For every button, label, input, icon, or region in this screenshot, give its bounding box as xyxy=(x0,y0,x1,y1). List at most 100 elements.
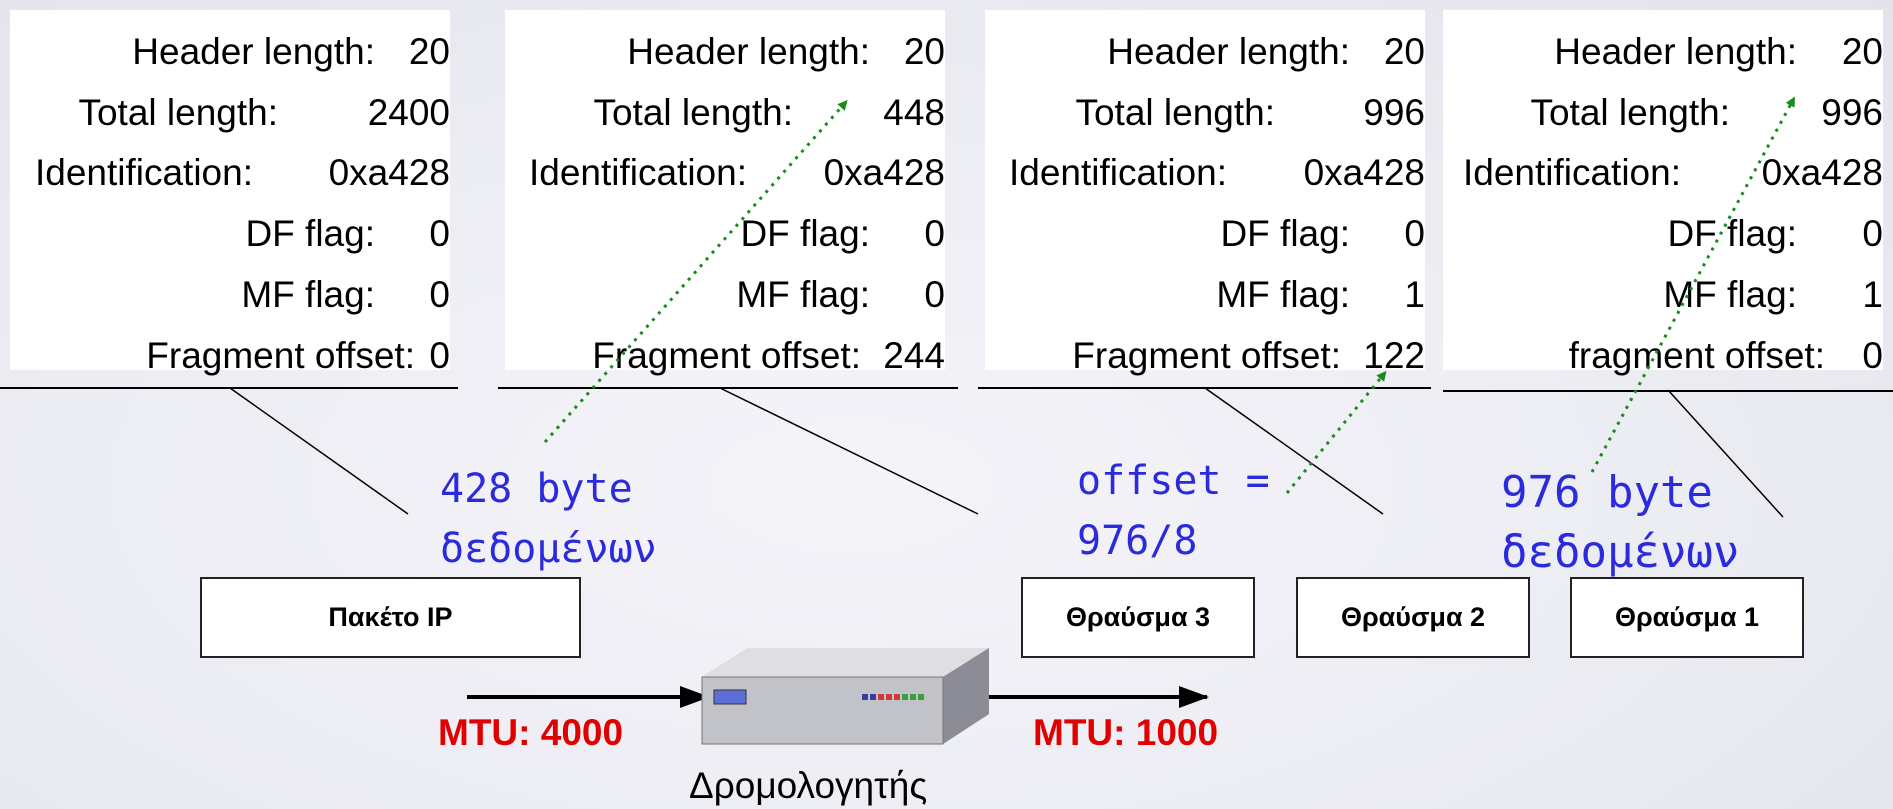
field-label: DF flag: xyxy=(1667,213,1797,254)
field-label: Fragment offset: xyxy=(146,335,415,376)
field-value: 20 xyxy=(1841,31,1883,72)
header-baseline xyxy=(0,387,458,389)
field-row: Total length: 2400 xyxy=(10,83,450,143)
field-value: 0 xyxy=(429,274,450,315)
annotation-data-bytes-1: 976 byte δεδομένων xyxy=(1501,463,1739,583)
field-label: Total length: xyxy=(1075,92,1275,133)
field-label: Identification: xyxy=(1008,152,1227,193)
field-row: Fragment offset: 244 xyxy=(505,326,945,386)
field-row: MF flag: 0 xyxy=(505,265,945,325)
callout-line xyxy=(1204,387,1384,515)
field-row: Fragment offset: 122 xyxy=(985,326,1425,386)
packet-header-fragment-1: Header length: 20 Total length: 996 Iden… xyxy=(1443,10,1883,376)
field-value: 0 xyxy=(1862,213,1883,254)
mtu-in-label: MTU: 4000 xyxy=(438,712,624,753)
packet-header-fragment-3: Header length: 20 Total length: 448 Iden… xyxy=(505,10,945,376)
field-label: Fragment offset: xyxy=(592,335,861,376)
packet-header-original: Header length: 20 Total length: 2400 Ide… xyxy=(10,10,450,376)
field-value: 0 xyxy=(924,213,945,254)
field-label: Header length: xyxy=(1107,31,1350,72)
field-value: 0xa428 xyxy=(328,152,450,193)
field-value: 0 xyxy=(924,274,945,315)
field-row: Total length: 996 xyxy=(1443,83,1883,143)
field-value: 996 xyxy=(1363,92,1425,133)
annotation-line: δεδομένων xyxy=(440,526,657,572)
callout-line xyxy=(719,387,979,515)
annotation-line: 428 byte xyxy=(440,466,633,512)
dotted-arrow xyxy=(543,100,848,443)
field-label: MF flag: xyxy=(1663,274,1797,315)
field-row: Header length: 20 xyxy=(505,22,945,82)
mtu-out-label: MTU: 1000 xyxy=(1033,712,1219,753)
dotted-arrow xyxy=(1285,370,1387,494)
field-row: Header length: 20 xyxy=(1443,22,1883,82)
packet-header-fragment-2: Header length: 20 Total length: 996 Iden… xyxy=(985,10,1425,376)
field-label: Fragment offset: xyxy=(1072,335,1341,376)
field-row: Identification: 0xa428 xyxy=(10,143,450,203)
field-value: 0xa428 xyxy=(823,152,945,193)
annotation-offset: offset = 976/8 xyxy=(1077,451,1270,571)
header-baseline xyxy=(978,387,1431,389)
field-label: Identification: xyxy=(1462,152,1681,193)
field-row: DF flag: 0 xyxy=(505,204,945,264)
router-label: Δρομολογητής xyxy=(689,765,928,806)
annotation-data-bytes-3: 428 byte δεδομένων xyxy=(440,459,657,579)
field-value: 122 xyxy=(1363,335,1425,376)
field-value: 20 xyxy=(1383,31,1425,72)
router-icon xyxy=(701,648,989,745)
field-value: 0 xyxy=(429,335,450,376)
field-label: fragment offset: xyxy=(1568,335,1825,376)
field-label: DF flag: xyxy=(740,213,870,254)
field-label: DF flag: xyxy=(1220,213,1350,254)
field-label: MF flag: xyxy=(241,274,375,315)
annotation-line: 976 byte xyxy=(1501,467,1713,518)
fragment-1-box: Θραύσμα 1 xyxy=(1570,577,1804,658)
field-value: 0 xyxy=(1404,213,1425,254)
field-label: MF flag: xyxy=(736,274,870,315)
field-value: 20 xyxy=(903,31,945,72)
field-value: 0 xyxy=(1862,335,1883,376)
field-value: 996 xyxy=(1821,92,1883,133)
field-row: Identification: 0xa428 xyxy=(985,143,1425,203)
field-label: Total length: xyxy=(1530,92,1730,133)
field-row: DF flag: 0 xyxy=(1443,204,1883,264)
field-row: Total length: 996 xyxy=(985,83,1425,143)
field-row: Header length: 20 xyxy=(985,22,1425,82)
field-row: Fragment offset: 0 xyxy=(10,326,450,386)
annotation-line: 976/8 xyxy=(1077,518,1198,564)
field-value: 244 xyxy=(883,335,945,376)
field-row: Header length: 20 xyxy=(10,22,450,82)
field-value: 0xa428 xyxy=(1303,152,1425,193)
field-value: 2400 xyxy=(367,92,450,133)
field-value: 448 xyxy=(883,92,945,133)
annotation-line: δεδομένων xyxy=(1501,527,1740,578)
field-label: Header length: xyxy=(1554,31,1797,72)
field-row: MF flag: 1 xyxy=(1443,265,1883,325)
field-row: Total length: 448 xyxy=(505,83,945,143)
field-row: MF flag: 1 xyxy=(985,265,1425,325)
field-row: DF flag: 0 xyxy=(985,204,1425,264)
field-row: MF flag: 0 xyxy=(10,265,450,325)
field-value: 20 xyxy=(408,31,450,72)
field-label: Total length: xyxy=(78,92,278,133)
field-label: Header length: xyxy=(627,31,870,72)
field-row: DF flag: 0 xyxy=(10,204,450,264)
fragment-2-box: Θραύσμα 2 xyxy=(1296,577,1530,658)
field-value: 1 xyxy=(1862,274,1883,315)
annotation-line: offset = xyxy=(1077,458,1270,504)
field-label: Total length: xyxy=(593,92,793,133)
field-row: Identification: 0xa428 xyxy=(1443,143,1883,203)
field-label: DF flag: xyxy=(245,213,375,254)
field-label: MF flag: xyxy=(1216,274,1350,315)
field-value: 0 xyxy=(429,213,450,254)
callout-line xyxy=(1667,389,1784,518)
field-row: Identification: 0xa428 xyxy=(505,143,945,203)
fragment-3-box: Θραύσμα 3 xyxy=(1021,577,1255,658)
header-baseline xyxy=(498,387,958,389)
ip-packet-box: Πακέτο IP xyxy=(200,577,581,658)
field-value: 0xa428 xyxy=(1761,152,1883,193)
dotted-arrow xyxy=(1590,96,1795,473)
field-label: Header length: xyxy=(132,31,375,72)
callout-line xyxy=(229,387,409,515)
